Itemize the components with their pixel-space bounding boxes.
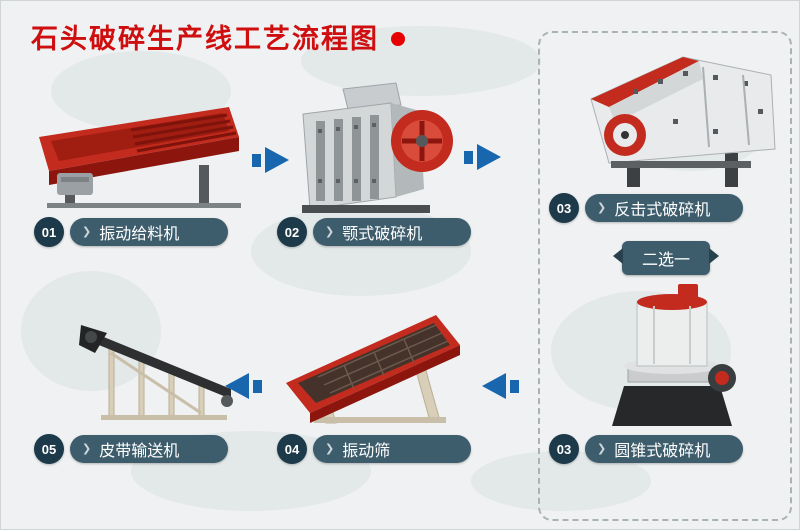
step-text-impact: 反击式破碎机 [614, 202, 711, 219]
step-number-impact: 03 [549, 193, 579, 223]
belt-conveyor-illustration [79, 313, 244, 431]
choice-badge: 二选一 [612, 241, 720, 275]
step-label-screen: 04 ❯ 振动筛 [277, 434, 471, 464]
chevron-icon: ❯ [325, 225, 335, 238]
page-title-row: 石头破碎生产线工艺流程图 [31, 17, 405, 56]
step-pill-cone: ❯ 圆锥式破碎机 [585, 435, 743, 463]
step-pill-screen: ❯ 振动筛 [313, 435, 471, 463]
chevron-icon: ❯ [597, 201, 607, 214]
step-number-feeder: 01 [34, 217, 64, 247]
step-number-cone: 03 [549, 434, 579, 464]
crusher-choice-box [538, 31, 792, 521]
step-text-belt: 皮带输送机 [99, 443, 180, 460]
chevron-icon: ❯ [82, 225, 92, 238]
arrow-screen-to-belt-icon [225, 373, 262, 399]
step-number-belt: 05 [34, 434, 64, 464]
jaw-crusher-illustration [288, 79, 456, 217]
chevron-icon: ❯ [597, 442, 607, 455]
vibrating-feeder-illustration [31, 93, 251, 211]
arrow-jaw-to-impact-icon [464, 144, 501, 170]
step-text-jaw: 颚式破碎机 [342, 226, 423, 243]
chevron-icon: ❯ [325, 442, 335, 455]
step-pill-impact: ❯ 反击式破碎机 [585, 194, 743, 222]
arrow-feeder-to-jaw-icon [252, 147, 289, 173]
title-dot-icon [391, 31, 405, 46]
step-number-screen: 04 [277, 434, 307, 464]
vibrating-screen-illustration [284, 303, 469, 431]
step-label-impact: 03 ❯ 反击式破碎机 [549, 193, 743, 223]
step-text-feeder: 振动给料机 [99, 226, 180, 243]
cone-crusher-illustration [606, 276, 741, 431]
step-label-cone: 03 ❯ 圆锥式破碎机 [549, 434, 743, 464]
chevron-icon: ❯ [82, 442, 92, 455]
impact-crusher-illustration [563, 49, 785, 191]
step-label-belt: 05 ❯ 皮带输送机 [34, 434, 228, 464]
page-title: 石头破碎生产线工艺流程图 [31, 24, 379, 54]
step-label-feeder: 01 ❯ 振动给料机 [34, 217, 228, 247]
step-number-jaw: 02 [277, 217, 307, 247]
step-pill-jaw: ❯ 颚式破碎机 [313, 218, 471, 246]
step-pill-belt: ❯ 皮带输送机 [70, 435, 228, 463]
step-pill-feeder: ❯ 振动给料机 [70, 218, 228, 246]
step-text-cone: 圆锥式破碎机 [614, 443, 711, 460]
step-label-jaw: 02 ❯ 颚式破碎机 [277, 217, 471, 247]
arrow-box-to-screen-icon [482, 373, 519, 399]
step-text-screen: 振动筛 [342, 443, 391, 460]
